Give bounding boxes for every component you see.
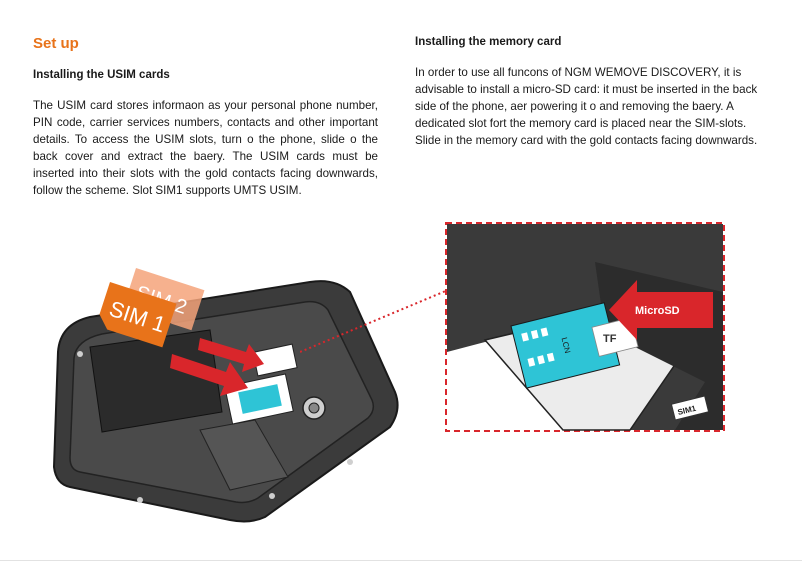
memory-card-subheading: Installing the memory card — [415, 36, 562, 48]
battery-cavity — [89, 329, 223, 433]
phone-back-illustration: SIM 2 SIM 1 — [52, 268, 399, 523]
microsd-detail-illustration: LCN TF MicroSD SIM1 — [445, 222, 725, 432]
sim1-insert-arrow — [170, 354, 248, 396]
page-bottom-rule — [0, 560, 802, 561]
usim-subheading: Installing the USIM cards — [33, 69, 170, 81]
card-print-lcn: LCN — [559, 336, 572, 354]
usim-section: Set up Installing the USIM cards The USI… — [33, 34, 378, 199]
usim-paragraph: The USIM card stores informaon as your p… — [33, 99, 378, 197]
screw-icon — [77, 351, 83, 357]
section-title: Set up — [33, 35, 79, 52]
microsd-insert-arrow — [609, 280, 713, 340]
sim-contacts-1 — [238, 384, 282, 414]
memory-card-paragraph: In order to use all funcons of NGM WEMOV… — [415, 66, 758, 147]
sim1-slot-tag — [671, 395, 709, 421]
sim1-card: SIM 1 — [99, 282, 177, 348]
memory-card-section: Installing the memory card In order to u… — [415, 34, 765, 149]
screw-icon — [269, 493, 275, 499]
screw-icon — [347, 459, 353, 465]
camera-lens — [308, 402, 320, 414]
microsd-card: LCN — [510, 302, 621, 389]
zoom-connector-line — [300, 289, 449, 353]
card-print-tf: TF — [603, 333, 617, 345]
sim2-insert-arrow — [198, 338, 264, 372]
microsd-label: MicroSD — [635, 305, 680, 317]
screw-icon — [137, 497, 143, 503]
